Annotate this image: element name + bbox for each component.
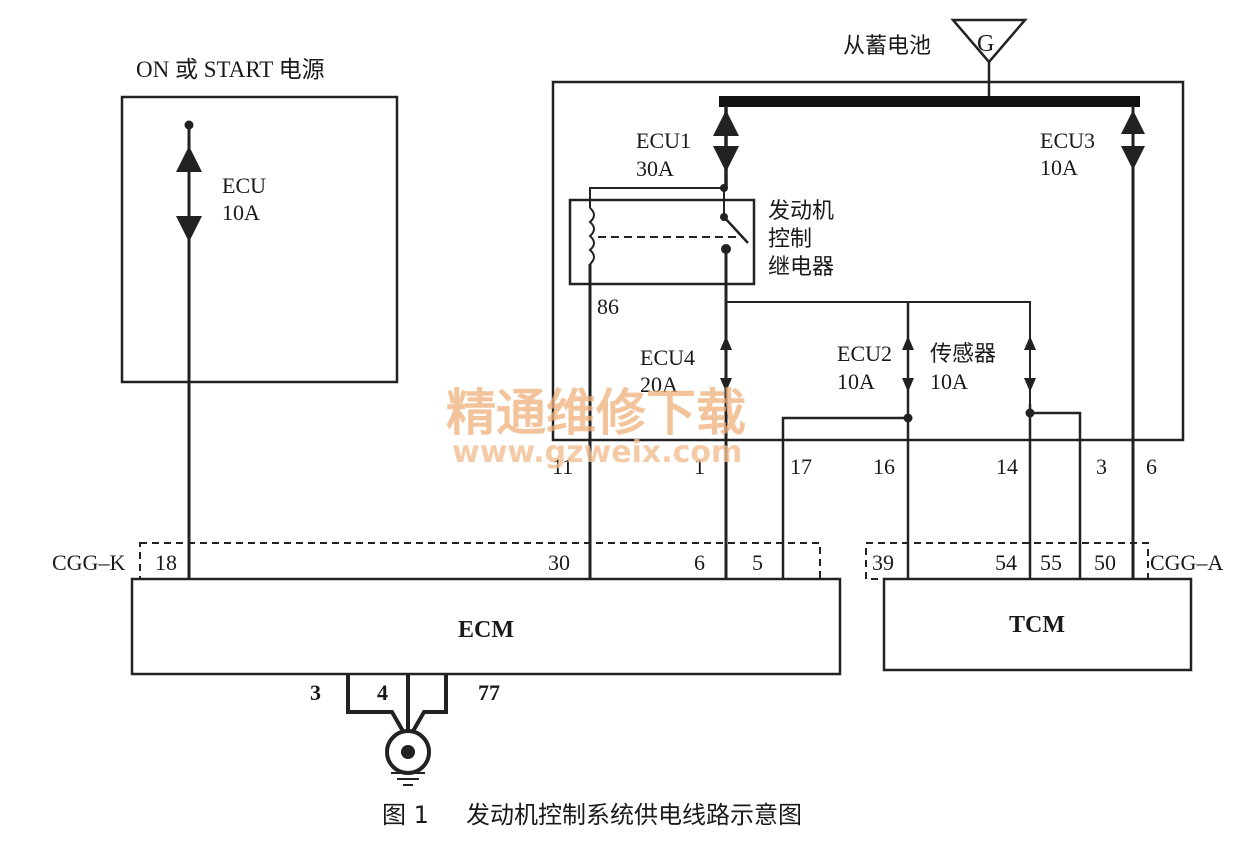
- ecm-pin-30: 30: [548, 550, 570, 575]
- relay-output-bus: [726, 301, 1031, 404]
- ecu3-arrow-down: [1121, 146, 1145, 170]
- ecu1-arrow-up: [713, 110, 739, 136]
- fuse-ecu2-name: ECU2: [837, 341, 892, 366]
- connector-cgg-k-label: CGG–K: [52, 550, 125, 575]
- left-fuse-box: [120, 95, 399, 384]
- ecu2-arrow-down: [902, 378, 914, 392]
- ecm-label: ECM: [458, 617, 514, 643]
- fuse-ecu4-name: ECU4: [640, 345, 695, 370]
- tcm-pin-50: 50: [1094, 550, 1116, 575]
- ecm-pin-5: 5: [752, 550, 763, 575]
- fuse-ecu-name: ECU: [222, 173, 266, 198]
- fuse-arrow-down: [176, 216, 202, 242]
- tcm-pin-39: 39: [872, 550, 894, 575]
- relay-label-line3: 继电器: [768, 255, 834, 280]
- fuse-ecu1-name: ECU1: [636, 128, 691, 153]
- ecu4-arrow-up: [720, 336, 732, 350]
- ground-wire-right: [406, 674, 448, 741]
- box-pin-3: 3: [1096, 454, 1107, 479]
- engine-control-relay: [568, 198, 756, 286]
- connector-cgg-k: [139, 542, 821, 580]
- ground-wire-left: [346, 674, 410, 741]
- ecm-pin-6: 6: [694, 550, 705, 575]
- wire-ecu2-to-ecm-5: [781, 416, 908, 578]
- tcm-module: [882, 577, 1193, 672]
- ground-ring-hole: [401, 745, 415, 759]
- box-pin-11: 11: [552, 454, 573, 479]
- left-power-source-label: ON 或 START 电源: [136, 57, 325, 82]
- wire-sensor-to-tcm-55: [1030, 411, 1082, 578]
- box-pin-17: 17: [790, 454, 812, 479]
- fuse-relay-box: [551, 80, 1185, 442]
- relay-coil-feed-wire: [589, 187, 724, 208]
- sensor-arrow-down: [1024, 378, 1036, 392]
- fuse-ecu-rating: 10A: [222, 200, 260, 225]
- ground-pin-77: 77: [478, 680, 500, 705]
- ecu1-arrow-down: [713, 146, 739, 172]
- ground-pin-3: 3: [310, 680, 321, 705]
- ecu2-arrow-up: [902, 336, 914, 350]
- box-pin-16: 16: [873, 454, 895, 479]
- fuse-ecu2-rating: 10A: [837, 369, 875, 394]
- relay-coil-symbol: [588, 207, 595, 265]
- box-pin-14: 14: [996, 454, 1018, 479]
- ecm-module: [130, 577, 842, 676]
- battery-bus-bar: [719, 96, 1140, 107]
- connector-cgg-a-label: CGG–A: [1150, 550, 1223, 575]
- box-pin-6: 6: [1146, 454, 1157, 479]
- battery-source-label: 从蓄电池: [843, 34, 931, 59]
- fuse-sensor-rating: 10A: [930, 369, 968, 394]
- fuse-arrow-up: [176, 146, 202, 172]
- relay-label-line2: 控制: [768, 227, 812, 252]
- ecu3-arrow-up: [1121, 110, 1145, 134]
- fuse-ecu4-rating: 20A: [640, 372, 678, 397]
- fuse-sensor-name: 传感器: [930, 342, 996, 367]
- sensor-arrow-up: [1024, 336, 1036, 350]
- relay-switch-blade: [723, 216, 749, 244]
- ecu4-arrow-down: [720, 378, 732, 392]
- battery-triangle-symbol: [950, 18, 1028, 64]
- box-pin-1: 1: [694, 454, 705, 479]
- relay-terminal-86: 86: [597, 294, 619, 319]
- node-dot: [184, 120, 194, 130]
- tcm-pin-55: 55: [1040, 550, 1062, 575]
- fuse-ecu3-rating: 10A: [1040, 155, 1078, 180]
- tcm-pin-54: 54: [995, 550, 1017, 575]
- watermark-url: www.gzweix.com: [452, 435, 742, 470]
- relay-label-line1: 发动机: [768, 199, 834, 224]
- ecm-pin-18: 18: [155, 550, 177, 575]
- figure-number: 图 1: [382, 801, 429, 829]
- tcm-label: TCM: [1009, 612, 1065, 638]
- fuse-ecu3-name: ECU3: [1040, 128, 1095, 153]
- figure-title: 发动机控制系统供电线路示意图: [466, 801, 802, 829]
- ground-pin-4: 4: [377, 680, 388, 705]
- battery-g-letter: G: [977, 31, 994, 57]
- fuse-ecu1-rating: 30A: [636, 156, 674, 181]
- watermark-text: 精通维修下载: [446, 384, 746, 442]
